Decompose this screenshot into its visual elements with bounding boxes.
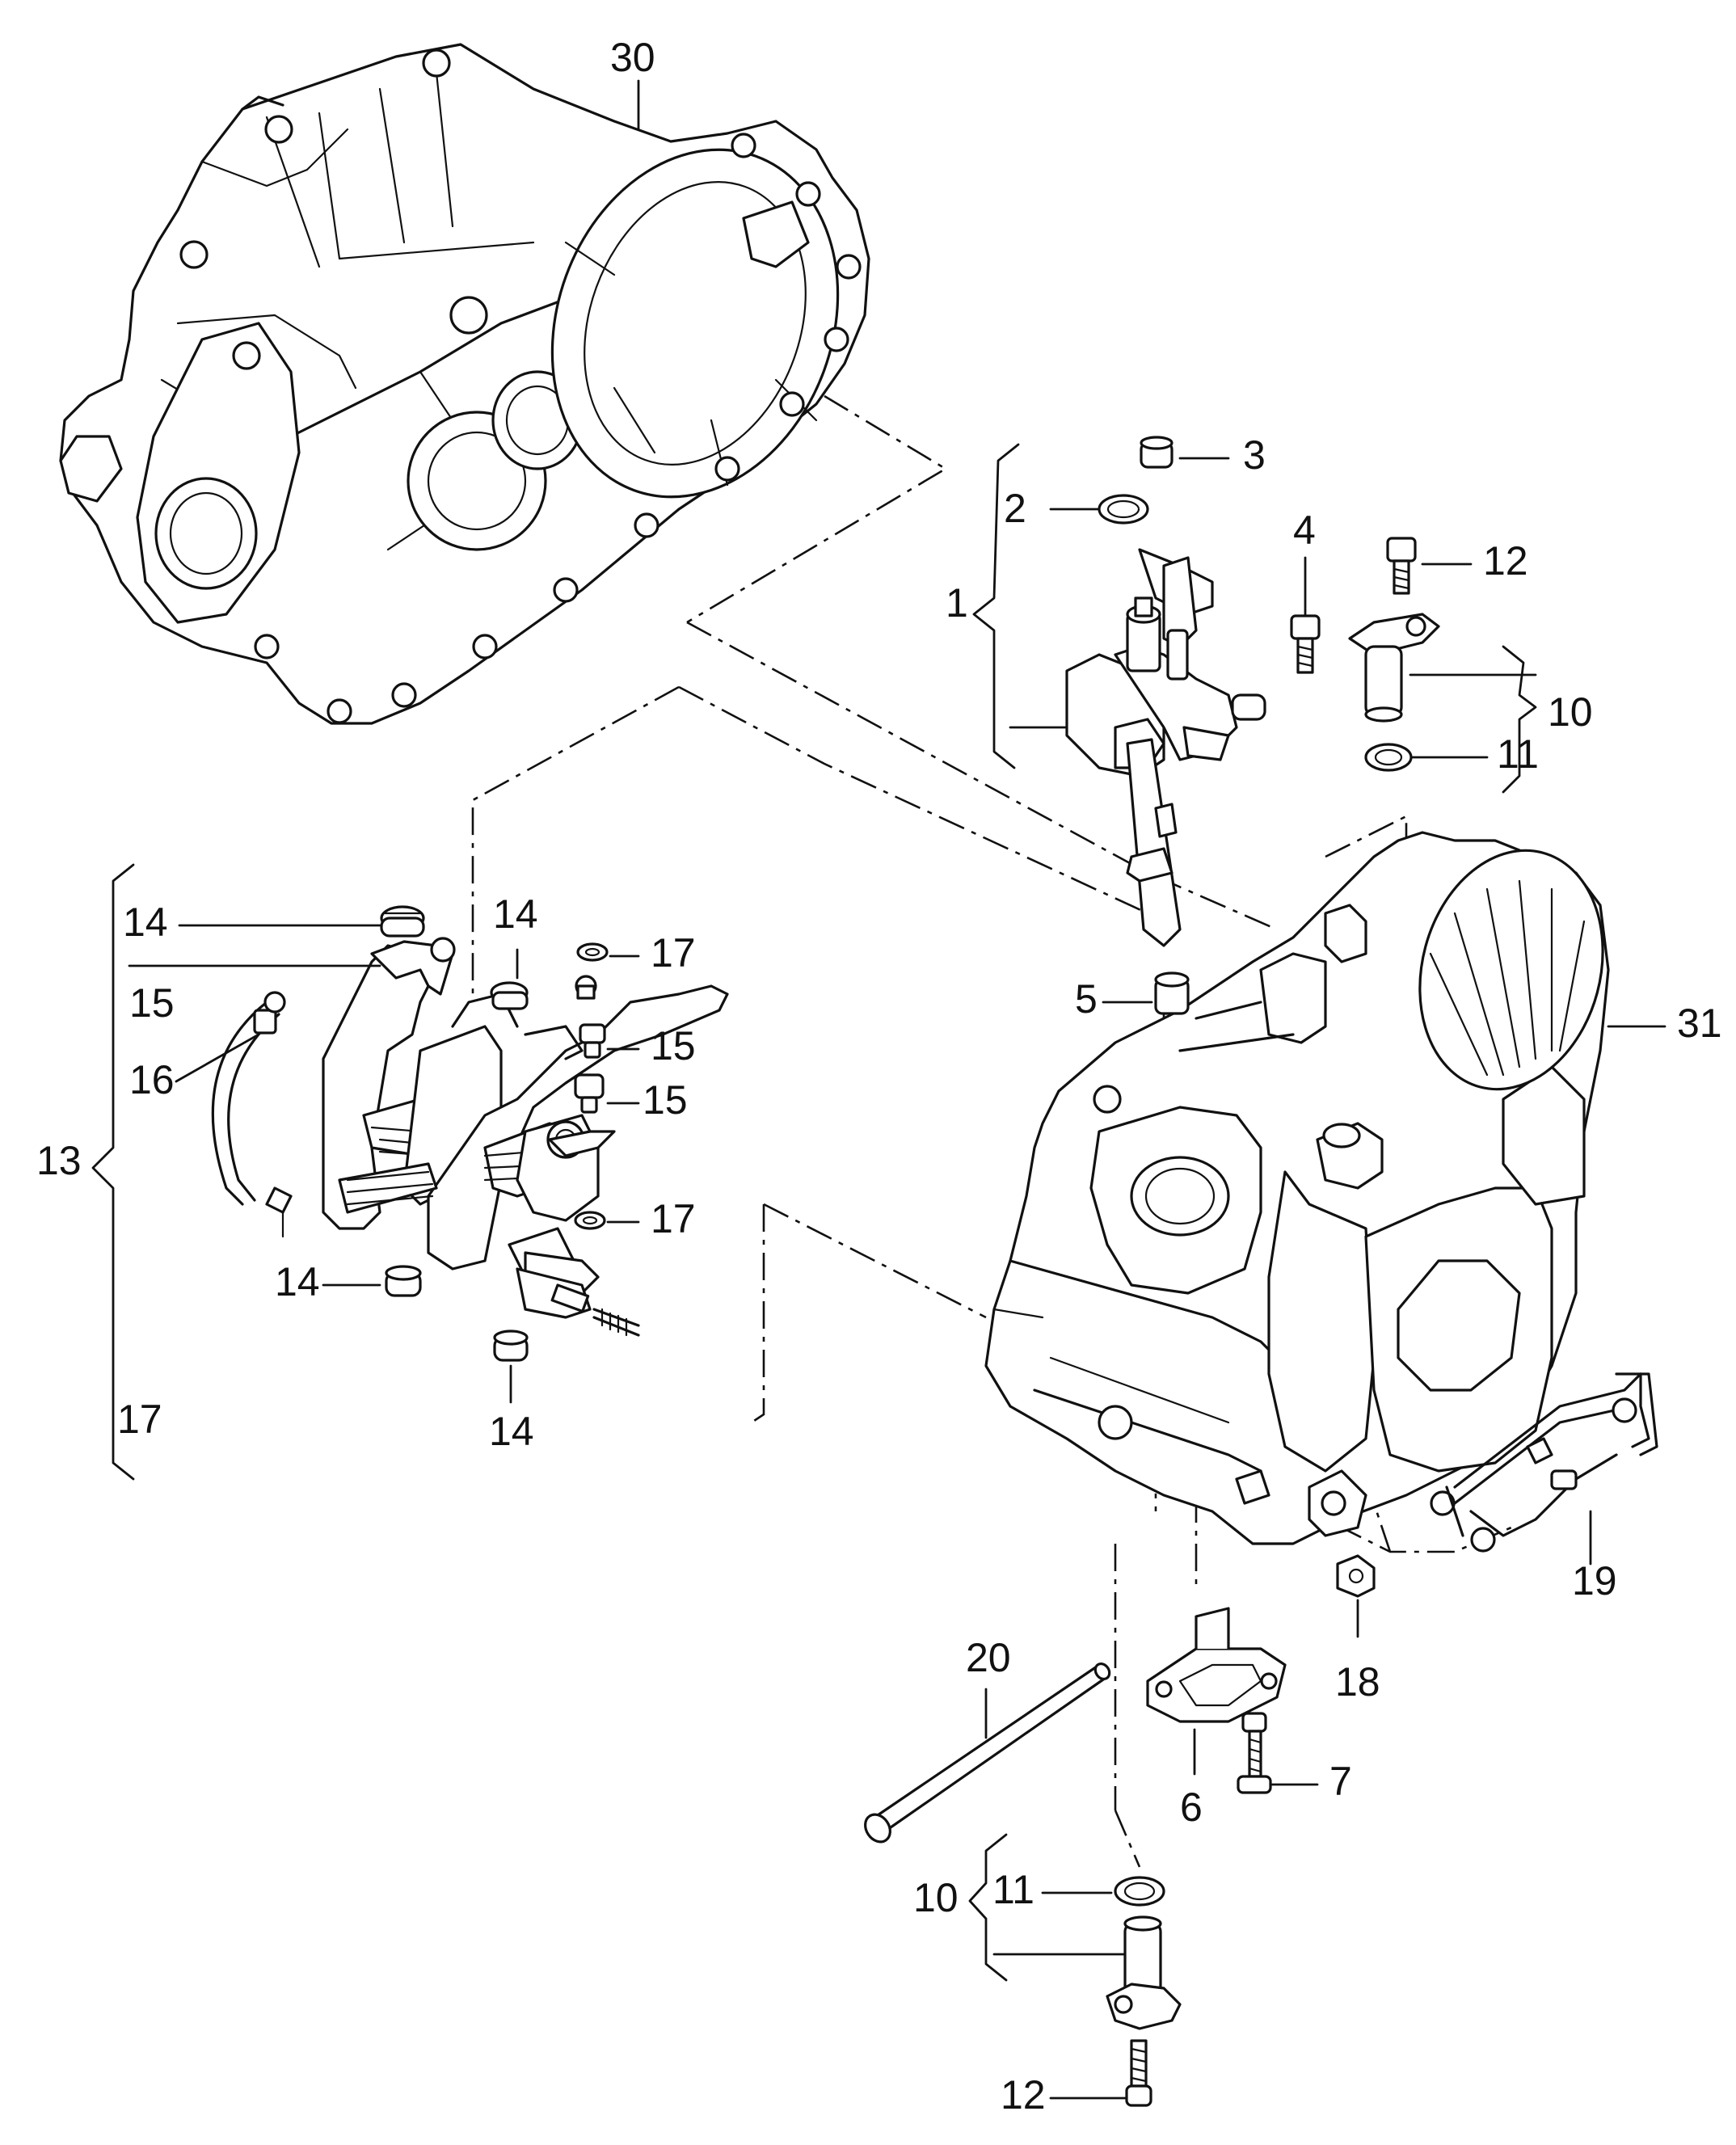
- callout-18: 18: [1335, 1659, 1380, 1705]
- callout-11-lower: 11: [992, 1867, 1034, 1912]
- sleeve-10-upper: [1348, 613, 1440, 723]
- callout-labels: 30 3 2 4 12 1 10 11 14 14 17 15 15 15 16…: [36, 35, 1722, 2118]
- shift-rod-20: [864, 1662, 1111, 1844]
- sleeve-10-lower: [1106, 1915, 1182, 2030]
- callout-4: 4: [1293, 508, 1316, 553]
- group-brackets: [91, 443, 1537, 1982]
- callout-10-upper: 10: [1548, 689, 1593, 735]
- small-parts-left: [380, 905, 609, 1362]
- bolt-12-lower: [1125, 2039, 1152, 2107]
- callout-14-mid: 14: [493, 891, 538, 937]
- callout-7: 7: [1329, 1759, 1352, 1804]
- pin-15-a: [579, 1023, 606, 1044]
- callout-15-right-a: 15: [651, 1023, 696, 1068]
- bracket-13: [91, 863, 135, 1481]
- callout-3: 3: [1243, 432, 1266, 478]
- washer-17-bottom: [574, 1211, 606, 1230]
- seal-ring-11-lower: [1114, 1876, 1165, 1907]
- callout-30: 30: [610, 35, 655, 80]
- small-parts-upper: [1098, 436, 1440, 1015]
- bolt-4: [1290, 614, 1321, 674]
- callout-11-upper: 11: [1497, 731, 1539, 777]
- cover-plate-6: [1146, 1607, 1287, 1723]
- leader-lines: [128, 79, 1666, 2100]
- callout-31: 31: [1677, 1001, 1722, 1046]
- callout-20: 20: [966, 1635, 1011, 1680]
- bracket-1: [972, 443, 1020, 769]
- callout-17-bottom: 17: [651, 1196, 696, 1241]
- seal-ring-2: [1098, 494, 1149, 525]
- callout-15-left: 15: [129, 980, 175, 1026]
- callout-2: 2: [1004, 486, 1026, 531]
- gear-selector-assembly-1: [1065, 548, 1266, 947]
- callout-14-bottom: 14: [489, 1409, 534, 1454]
- washer-17-top: [576, 942, 609, 962]
- bolt-7: [1237, 1712, 1272, 1794]
- retaining-clip-16: [211, 991, 293, 1238]
- clutch-housing-30: [59, 43, 870, 725]
- pin-15-b: [574, 1073, 605, 1099]
- small-parts-lower: [864, 1372, 1658, 2107]
- callout-17-left: 17: [117, 1397, 162, 1442]
- gearbox-housing-31: [984, 831, 1610, 1545]
- callout-15-right-b: 15: [643, 1077, 688, 1123]
- callout-19: 19: [1572, 1558, 1617, 1603]
- callout-16: 16: [129, 1057, 175, 1102]
- callout-12-lower: 12: [1001, 2072, 1046, 2118]
- bracket-10-upper: [1502, 645, 1537, 794]
- nut-18: [1336, 1554, 1376, 1598]
- callout-6: 6: [1180, 1785, 1203, 1830]
- bracket-10-lower: [968, 1833, 1008, 1982]
- seal-ring-11-upper: [1364, 743, 1413, 772]
- shift-rod-19: [1445, 1372, 1658, 1553]
- callout-13: 13: [36, 1138, 82, 1183]
- callout-14-left: 14: [275, 1259, 320, 1304]
- callout-14-top: 14: [123, 900, 168, 945]
- callout-12-upper: 12: [1483, 538, 1528, 584]
- callout-5: 5: [1075, 976, 1098, 1022]
- gear-shift-linkage-13: [322, 937, 729, 1337]
- bolt-12-upper: [1386, 537, 1417, 595]
- callout-1: 1: [946, 580, 968, 626]
- callout-10-lower: 10: [913, 1875, 959, 1920]
- callout-17-top: 17: [651, 930, 696, 976]
